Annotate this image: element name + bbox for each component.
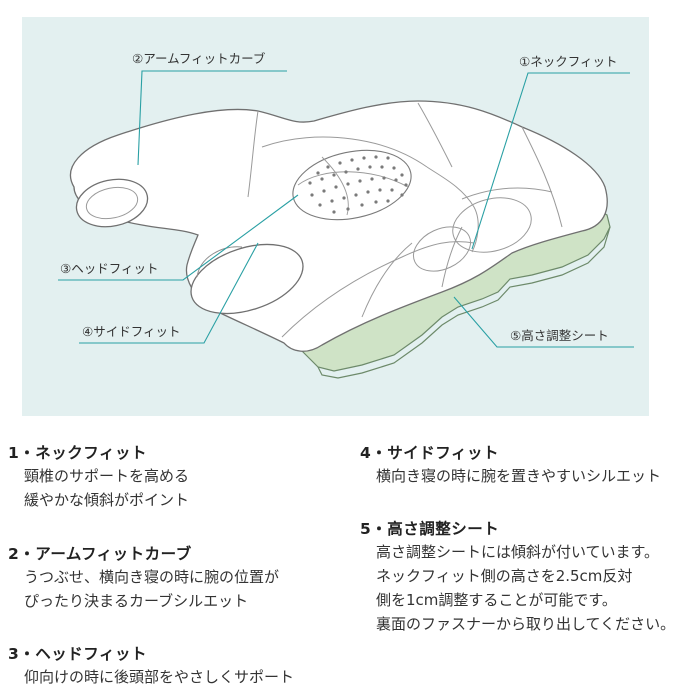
- section-text: 仰向けの時に後頭部をやさしくサポート: [24, 668, 295, 686]
- leader-neck-fit: [471, 72, 630, 250]
- section-text: ぴったり決まるカーブシルエット: [24, 592, 249, 610]
- ventilation-holes: [292, 149, 412, 221]
- label-side-fit: ④サイドフィット: [82, 324, 180, 339]
- section-text: 緩やかな傾斜がポイント: [24, 491, 190, 509]
- leader-head-fit: [58, 194, 299, 281]
- section-text: 横向き寝の時に腕を置きやすいシルエット: [376, 467, 662, 485]
- leader-lines: [58, 70, 634, 348]
- section-title: 1・ネックフィット: [8, 444, 147, 462]
- section-title: 2・アームフィットカーブ: [8, 545, 192, 563]
- label-neck-fit: ①ネックフィット: [519, 54, 617, 69]
- section-title: 5・高さ調整シート: [360, 520, 500, 538]
- section-text: 裏面のファスナーから取り出してください。: [376, 615, 676, 633]
- section-height-sheet: 5・高さ調整シート 高さ調整シートには傾斜が付いています。 ネックフィット側の高…: [360, 518, 675, 636]
- section-title: 3・ヘッドフィット: [8, 645, 147, 663]
- section-head-fit: 3・ヘッドフィット 仰向けの時に後頭部をやさしくサポート: [8, 643, 294, 689]
- pillow-diagram: ①ネックフィット ②アームフィットカーブ ③ヘッドフィット ④サイドフィット ⑤…: [22, 17, 649, 416]
- label-height-sheet: ⑤高さ調整シート: [510, 328, 609, 343]
- section-text: うつぶせ、横向き寝の時に腕の位置が: [24, 568, 280, 586]
- section-text: ネックフィット側の高さを2.5cm反対: [376, 567, 633, 585]
- label-arm-fit-curve: ②アームフィットカーブ: [132, 51, 266, 66]
- section-text: 高さ調整シートには傾斜が付いています。: [376, 543, 660, 561]
- section-side-fit: 4・サイドフィット 横向き寝の時に腕を置きやすいシルエット: [360, 442, 661, 488]
- leader-arm-fit: [137, 70, 287, 166]
- leader-height-sheet: [453, 296, 634, 348]
- section-title: 4・サイドフィット: [360, 444, 499, 462]
- section-text: 頸椎のサポートを高める: [24, 467, 190, 485]
- section-text: 側を1cm調整することが可能です。: [376, 591, 617, 609]
- label-head-fit: ③ヘッドフィット: [60, 261, 158, 276]
- leader-side-fit: [79, 242, 259, 344]
- section-arm-fit-curve: 2・アームフィットカーブ うつぶせ、横向き寝の時に腕の位置が ぴったり決まるカー…: [8, 543, 279, 613]
- pillow-body: [69, 100, 608, 352]
- section-neck-fit: 1・ネックフィット 頸椎のサポートを高める 緩やかな傾斜がポイント: [8, 442, 189, 512]
